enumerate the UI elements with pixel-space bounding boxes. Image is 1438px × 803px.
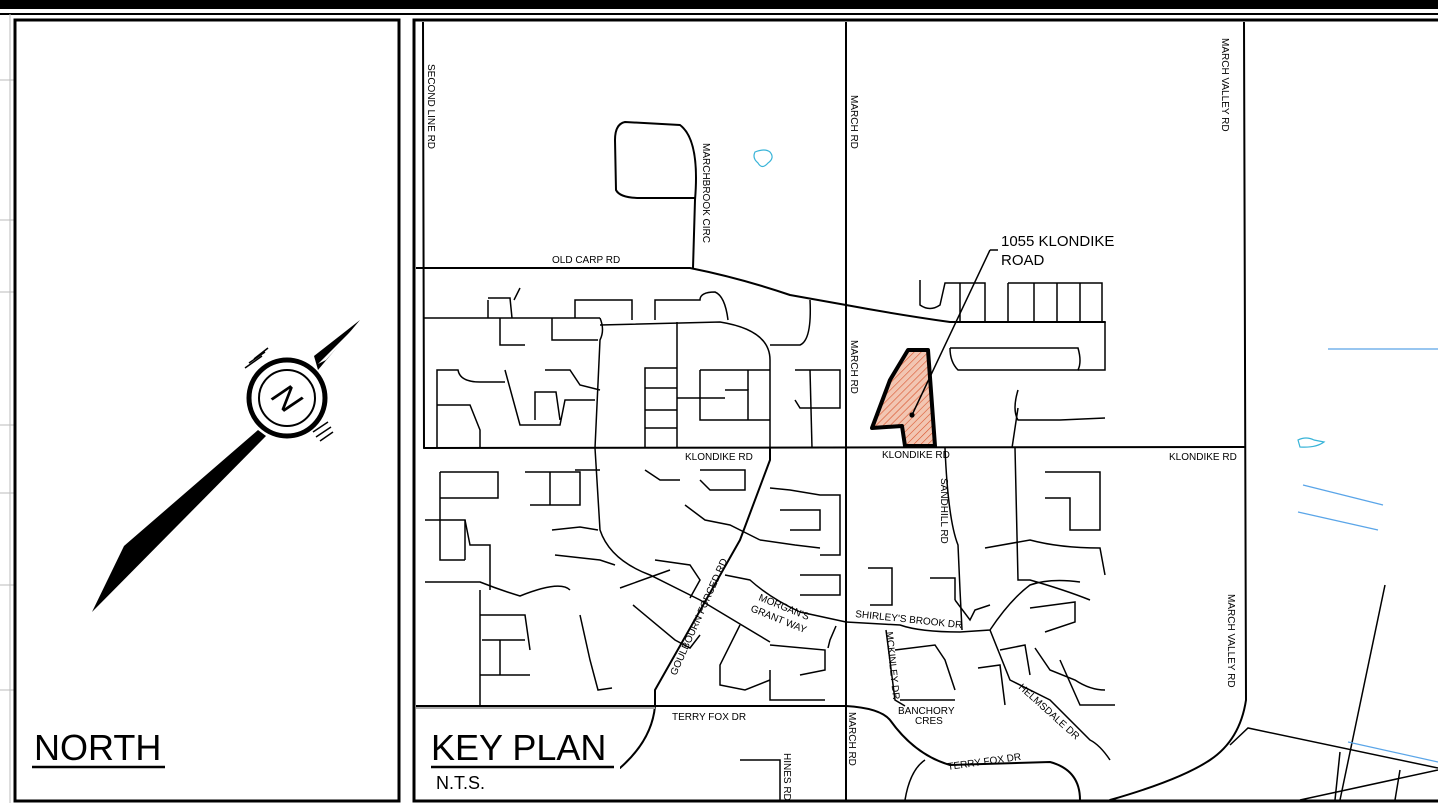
label-march-valley-rd-south: MARCH VALLEY RD xyxy=(1225,594,1236,688)
label-klondike-rd-east: KLONDIKE RD xyxy=(1169,452,1237,463)
label-goulbourn-forced-rd: GOULBOURN FORCED RD xyxy=(669,557,731,677)
major-roads xyxy=(416,22,1247,800)
key-plan-panel: SECOND LINE RD MARCHBROOK CIRC MARCH RD … xyxy=(412,18,1438,803)
label-hines-rd: HINES RD xyxy=(781,753,792,801)
label-march-rd-south: MARCH RD xyxy=(846,712,857,766)
label-klondike-rd-west: KLONDIKE RD xyxy=(685,452,753,463)
label-terry-fox-dr-east: TERRY FOX DR xyxy=(947,752,1022,773)
label-terry-fox-dr-west: TERRY FOX DR xyxy=(672,712,746,723)
key-plan-title: KEY PLAN xyxy=(431,727,606,768)
north-panel: N NORTH xyxy=(13,18,401,803)
sheet-top-border xyxy=(0,0,1438,9)
north-title: NORTH xyxy=(34,727,161,768)
label-mckinley-dr: MCKINLEY DR xyxy=(883,631,901,700)
label-second-line-rd: SECOND LINE RD xyxy=(425,64,436,149)
site-label-line2: ROAD xyxy=(1001,252,1045,269)
local-streets xyxy=(424,280,1115,800)
site-label-line1: 1055 KLONDIKE xyxy=(1001,233,1114,250)
key-plan-map: SECOND LINE RD MARCHBROOK CIRC MARCH RD … xyxy=(416,22,1438,801)
label-march-valley-rd-north: MARCH VALLEY RD xyxy=(1219,38,1230,132)
label-march-rd-middle: MARCH RD xyxy=(848,340,859,394)
water-features xyxy=(416,149,1438,763)
label-march-rd-north: MARCH RD xyxy=(848,95,859,149)
label-klondike-rd-middle: KLONDIKE RD xyxy=(882,450,950,461)
north-arrow-icon: N xyxy=(92,320,360,612)
label-sandhill-rd: SANDHILL RD xyxy=(938,478,949,544)
street-labels: SECOND LINE RD MARCHBROOK CIRC MARCH RD … xyxy=(425,38,1237,801)
label-banchory-cres-2: CRES xyxy=(915,716,943,727)
key-plan-scale-note: N.T.S. xyxy=(436,773,485,793)
label-helmsdale-dr: HELMSDALE DR xyxy=(1016,682,1081,742)
site-parcel xyxy=(870,249,998,448)
label-marchbrook-circ: MARCHBROOK CIRC xyxy=(700,143,711,243)
label-old-carp-rd: OLD CARP RD xyxy=(552,255,620,266)
label-banchory-cres-1: BANCHORY xyxy=(898,706,955,717)
east-parcels xyxy=(1229,584,1438,800)
